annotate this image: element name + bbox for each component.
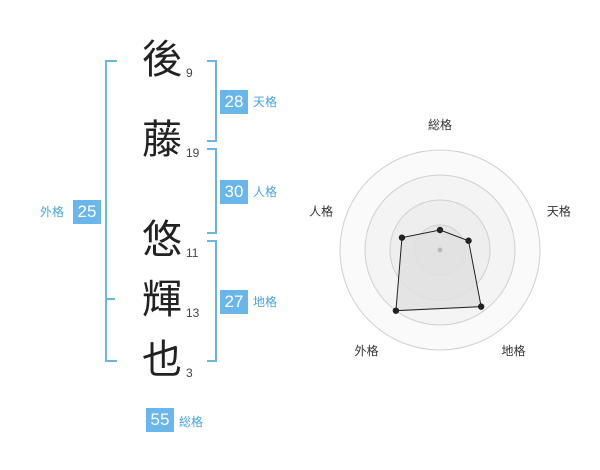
radar-axis-label-5: 人格 — [309, 203, 333, 218]
soukaku-label: 総格 — [179, 415, 204, 429]
radar-axis-label-4: 外格 — [355, 343, 379, 358]
tenkaku-label: 天格 — [253, 95, 278, 109]
soukaku-box: 55 — [146, 408, 174, 432]
tenkaku-box: 28 — [220, 90, 248, 114]
radar-axis-label-3: 地格 — [501, 343, 525, 358]
radar-axis-label-2: 天格 — [547, 203, 571, 218]
stroke-count-3: 11 — [186, 246, 199, 260]
chikaku-label: 地格 — [253, 295, 278, 309]
chikaku-bracket — [207, 240, 217, 362]
stroke-count-4: 13 — [186, 306, 200, 320]
gaikaku-label: 外格 — [40, 205, 65, 219]
jinkaku-box: 30 — [220, 180, 248, 204]
radar-point-3 — [477, 303, 485, 310]
radar-point-4 — [392, 307, 400, 314]
stroke-count-5: 3 — [186, 366, 193, 380]
name-character-3: 悠 — [142, 217, 182, 263]
chikaku-box: 27 — [220, 290, 248, 314]
name-character-1: 後 — [142, 37, 182, 83]
name-character-4: 輝 — [142, 277, 182, 323]
name-character-5: 也 — [142, 337, 182, 383]
radar-series-area — [395, 229, 482, 312]
gaikaku-bracket — [105, 60, 117, 362]
radar-center — [437, 247, 443, 253]
gaikaku-box: 25 — [73, 200, 101, 224]
name-character-2: 藤 — [142, 117, 182, 163]
stroke-count-1: 9 — [186, 66, 193, 80]
tenkaku-bracket — [207, 60, 217, 142]
gaikaku-bracket-inner — [105, 298, 115, 300]
jinkaku-bracket — [207, 148, 217, 234]
radar-point-1 — [436, 226, 444, 234]
radar-point-5 — [398, 234, 406, 241]
stroke-count-2: 19 — [186, 146, 200, 160]
radar-axis-label-1: 総格 — [428, 117, 452, 132]
radar-point-2 — [465, 237, 472, 244]
jinkaku-label: 人格 — [253, 185, 278, 199]
